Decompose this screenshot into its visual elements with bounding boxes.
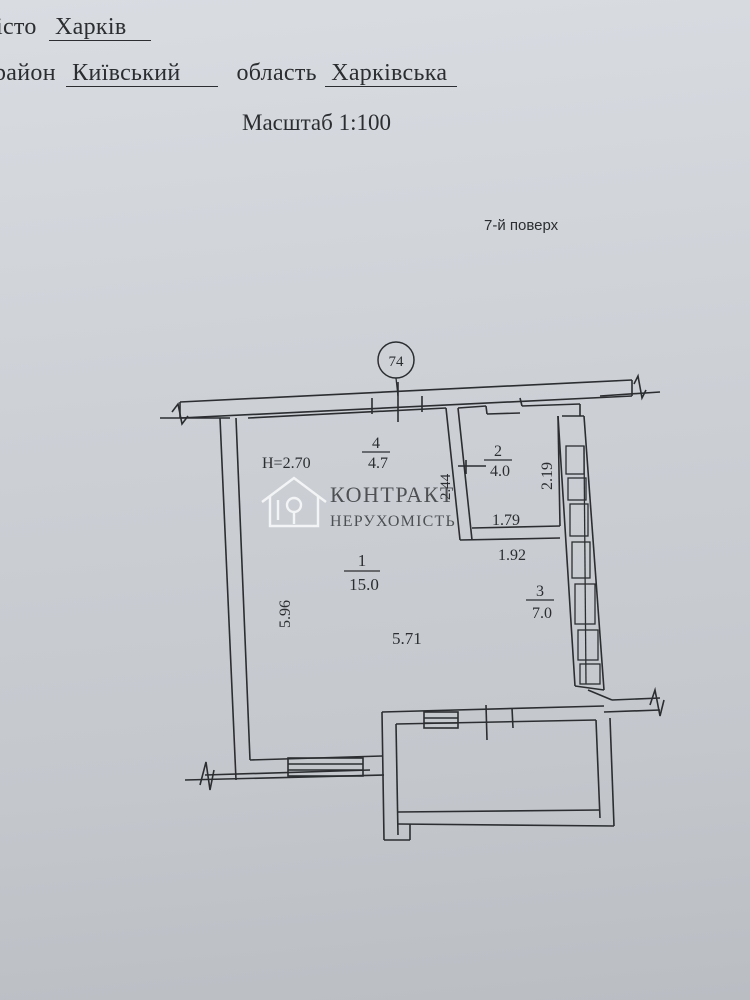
room-3-area: 7.0 [532, 605, 552, 622]
bath-partial-dimension: 2.44 [438, 473, 454, 500]
region-value: Харківська [325, 60, 458, 87]
city-value: Харків [49, 14, 152, 41]
room-4-area: 4.7 [368, 455, 388, 472]
room-1-number: 1 [358, 551, 367, 570]
district-label: район [0, 60, 56, 86]
city-line: істо Харків [0, 14, 152, 41]
district-value: Київський [66, 60, 219, 87]
house-icon [261, 476, 327, 528]
room-2-number: 2 [494, 443, 502, 460]
room-1-area: 15.0 [349, 575, 379, 594]
bath-outer-width-dimension: 1.92 [498, 547, 526, 564]
ceiling-height: H=2.70 [262, 455, 311, 472]
watermark: КОНТРАКТ НЕРУХОМІСТЬ [261, 476, 456, 530]
room-4-number: 4 [372, 435, 380, 452]
room-width-dimension: 5.71 [392, 629, 422, 648]
bath-height-dimension: 2.19 [539, 462, 556, 490]
bath-inner-width-dimension: 1.79 [492, 512, 520, 529]
region-label: область [236, 60, 317, 86]
watermark-line1: КОНТРАКТ [330, 482, 455, 507]
city-label: істо [0, 14, 37, 40]
scale-label: Масштаб 1:100 [242, 110, 391, 135]
brick-column [565, 445, 601, 685]
room-2-area: 4.0 [490, 463, 510, 480]
left-height-dimension: 5.96 [277, 600, 294, 628]
building-number: 74 [389, 354, 405, 370]
room-3-number: 3 [536, 583, 544, 600]
floor-label: 7-й поверх [484, 217, 559, 234]
walls [160, 373, 665, 841]
watermark-line2: НЕРУХОМІСТЬ [330, 513, 456, 530]
location-line: район Київський область Харківська [0, 60, 458, 87]
